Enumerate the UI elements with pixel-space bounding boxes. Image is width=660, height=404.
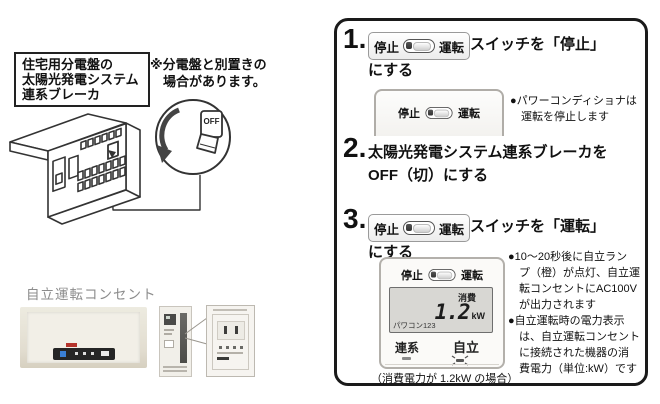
control-strip [52, 348, 115, 360]
switch-run-label: 運転 [461, 270, 483, 282]
switch-run-label: 運転 [458, 108, 480, 120]
slide-switch-icon [403, 221, 436, 235]
strip-dot [90, 352, 94, 355]
stop-run-switch-graphic: 停止 運転 [368, 214, 471, 242]
rotate-arrow-icon [159, 107, 181, 152]
slide-switch-icon [403, 39, 436, 53]
panel-switch-row: 停止 運転 [376, 105, 502, 121]
switch-stop-label: 停止 [374, 222, 400, 237]
panel-bottom-line [385, 364, 499, 365]
switch-stop-label: 停止 [374, 40, 400, 55]
plate-mark [217, 357, 229, 360]
standalone-lamp-label: 自立 [453, 340, 480, 355]
breaker-label-box: 住宅用分電盤の 太陽光発電システム 連系ブレーカ [14, 52, 150, 107]
offset-note: ※分電盤と別置きの 場合があります。 [150, 57, 267, 89]
outlet-plate-photo [206, 305, 255, 377]
step-1-note: ●パワーコンディショナは 運転を停止します [510, 95, 637, 123]
plate-title-line [213, 309, 247, 311]
distribution-board-illustration: OFF [9, 99, 231, 225]
power-value-group: 1.2 kW [435, 300, 485, 324]
plate-text-line [217, 352, 243, 354]
switch-stop-label: 停止 [398, 108, 420, 120]
distribution-board [9, 113, 201, 225]
slide-switch-icon [425, 107, 453, 119]
remote-text-line [164, 333, 172, 335]
grid-lamp-label: 連系 [395, 341, 420, 355]
grid-lamp-indicator [402, 357, 411, 360]
power-value: 1.2 [434, 300, 471, 324]
remote-display [164, 314, 176, 325]
off-label: OFF [204, 117, 220, 126]
step-1-instruction-line2: にする [368, 62, 414, 79]
instructions-panel: 1. 停止 運転 スイッチを「停止」 にする 停止 運転 ●パワーコンディショナ… [334, 18, 648, 386]
off-toggle-icon: OFF [196, 110, 223, 154]
step-3-notes: ●10〜20秒後に自立ラン プ（橙）が点灯、自立運 転コンセントにAC100V … [508, 251, 640, 375]
outlet-caption: 自立運転コンセント [26, 287, 157, 302]
lcd-display: 消費 1.2 kW パワコン123 [389, 287, 493, 333]
connector-lines [184, 317, 208, 345]
consumption-label: 消費 [457, 293, 476, 303]
brand-logo [66, 343, 77, 347]
pancon-switch-panel: 停止 運転 [374, 89, 504, 136]
step-1-number: 1. [343, 23, 367, 54]
remote-side-slot [180, 313, 187, 363]
strip-dot [74, 352, 78, 355]
blue-led [59, 351, 66, 357]
switch-stop-label: 停止 [401, 270, 423, 282]
standalone-lamp-blink-icon [451, 355, 469, 366]
ac-socket [216, 321, 245, 340]
plate-frame [212, 314, 249, 370]
switch-run-label: 運転 [439, 222, 465, 237]
remote-label-line [163, 370, 187, 372]
device-name: パワコン123 [393, 321, 436, 330]
step-3-number: 3. [343, 203, 367, 234]
remote-controller-photo [159, 306, 192, 377]
strip-display [100, 351, 109, 356]
step-3-instruction-line2: にする [368, 244, 414, 261]
remote-button [164, 340, 174, 348]
switch-run-label: 運転 [439, 40, 465, 55]
power-conditioner-photo [20, 307, 147, 368]
strip-dot [82, 352, 86, 355]
step-2-number: 2. [343, 132, 367, 163]
power-unit: kW [471, 311, 486, 321]
slide-switch-icon [428, 269, 456, 281]
step-3-caption: （消費電力が 1.2kW の場合） [371, 373, 519, 385]
step-2-instruction: 太陽光発電システム連系ブレーカを OFF（切）にする [368, 144, 608, 184]
remote-text-line [164, 329, 174, 331]
remote-label-line [163, 366, 187, 368]
remote-controller-panel: 停止 運転 消費 1.2 kW パワコン123 連系 自立 [379, 257, 505, 369]
step-3-instruction-line1: スイッチを「運転」 [470, 218, 606, 235]
panel-switch-row: 停止 運転 [381, 267, 503, 283]
stop-run-switch-graphic: 停止 運転 [368, 32, 471, 60]
step-1-instruction-line1: スイッチを「停止」 [470, 36, 606, 53]
callout-circle: OFF [155, 99, 231, 175]
